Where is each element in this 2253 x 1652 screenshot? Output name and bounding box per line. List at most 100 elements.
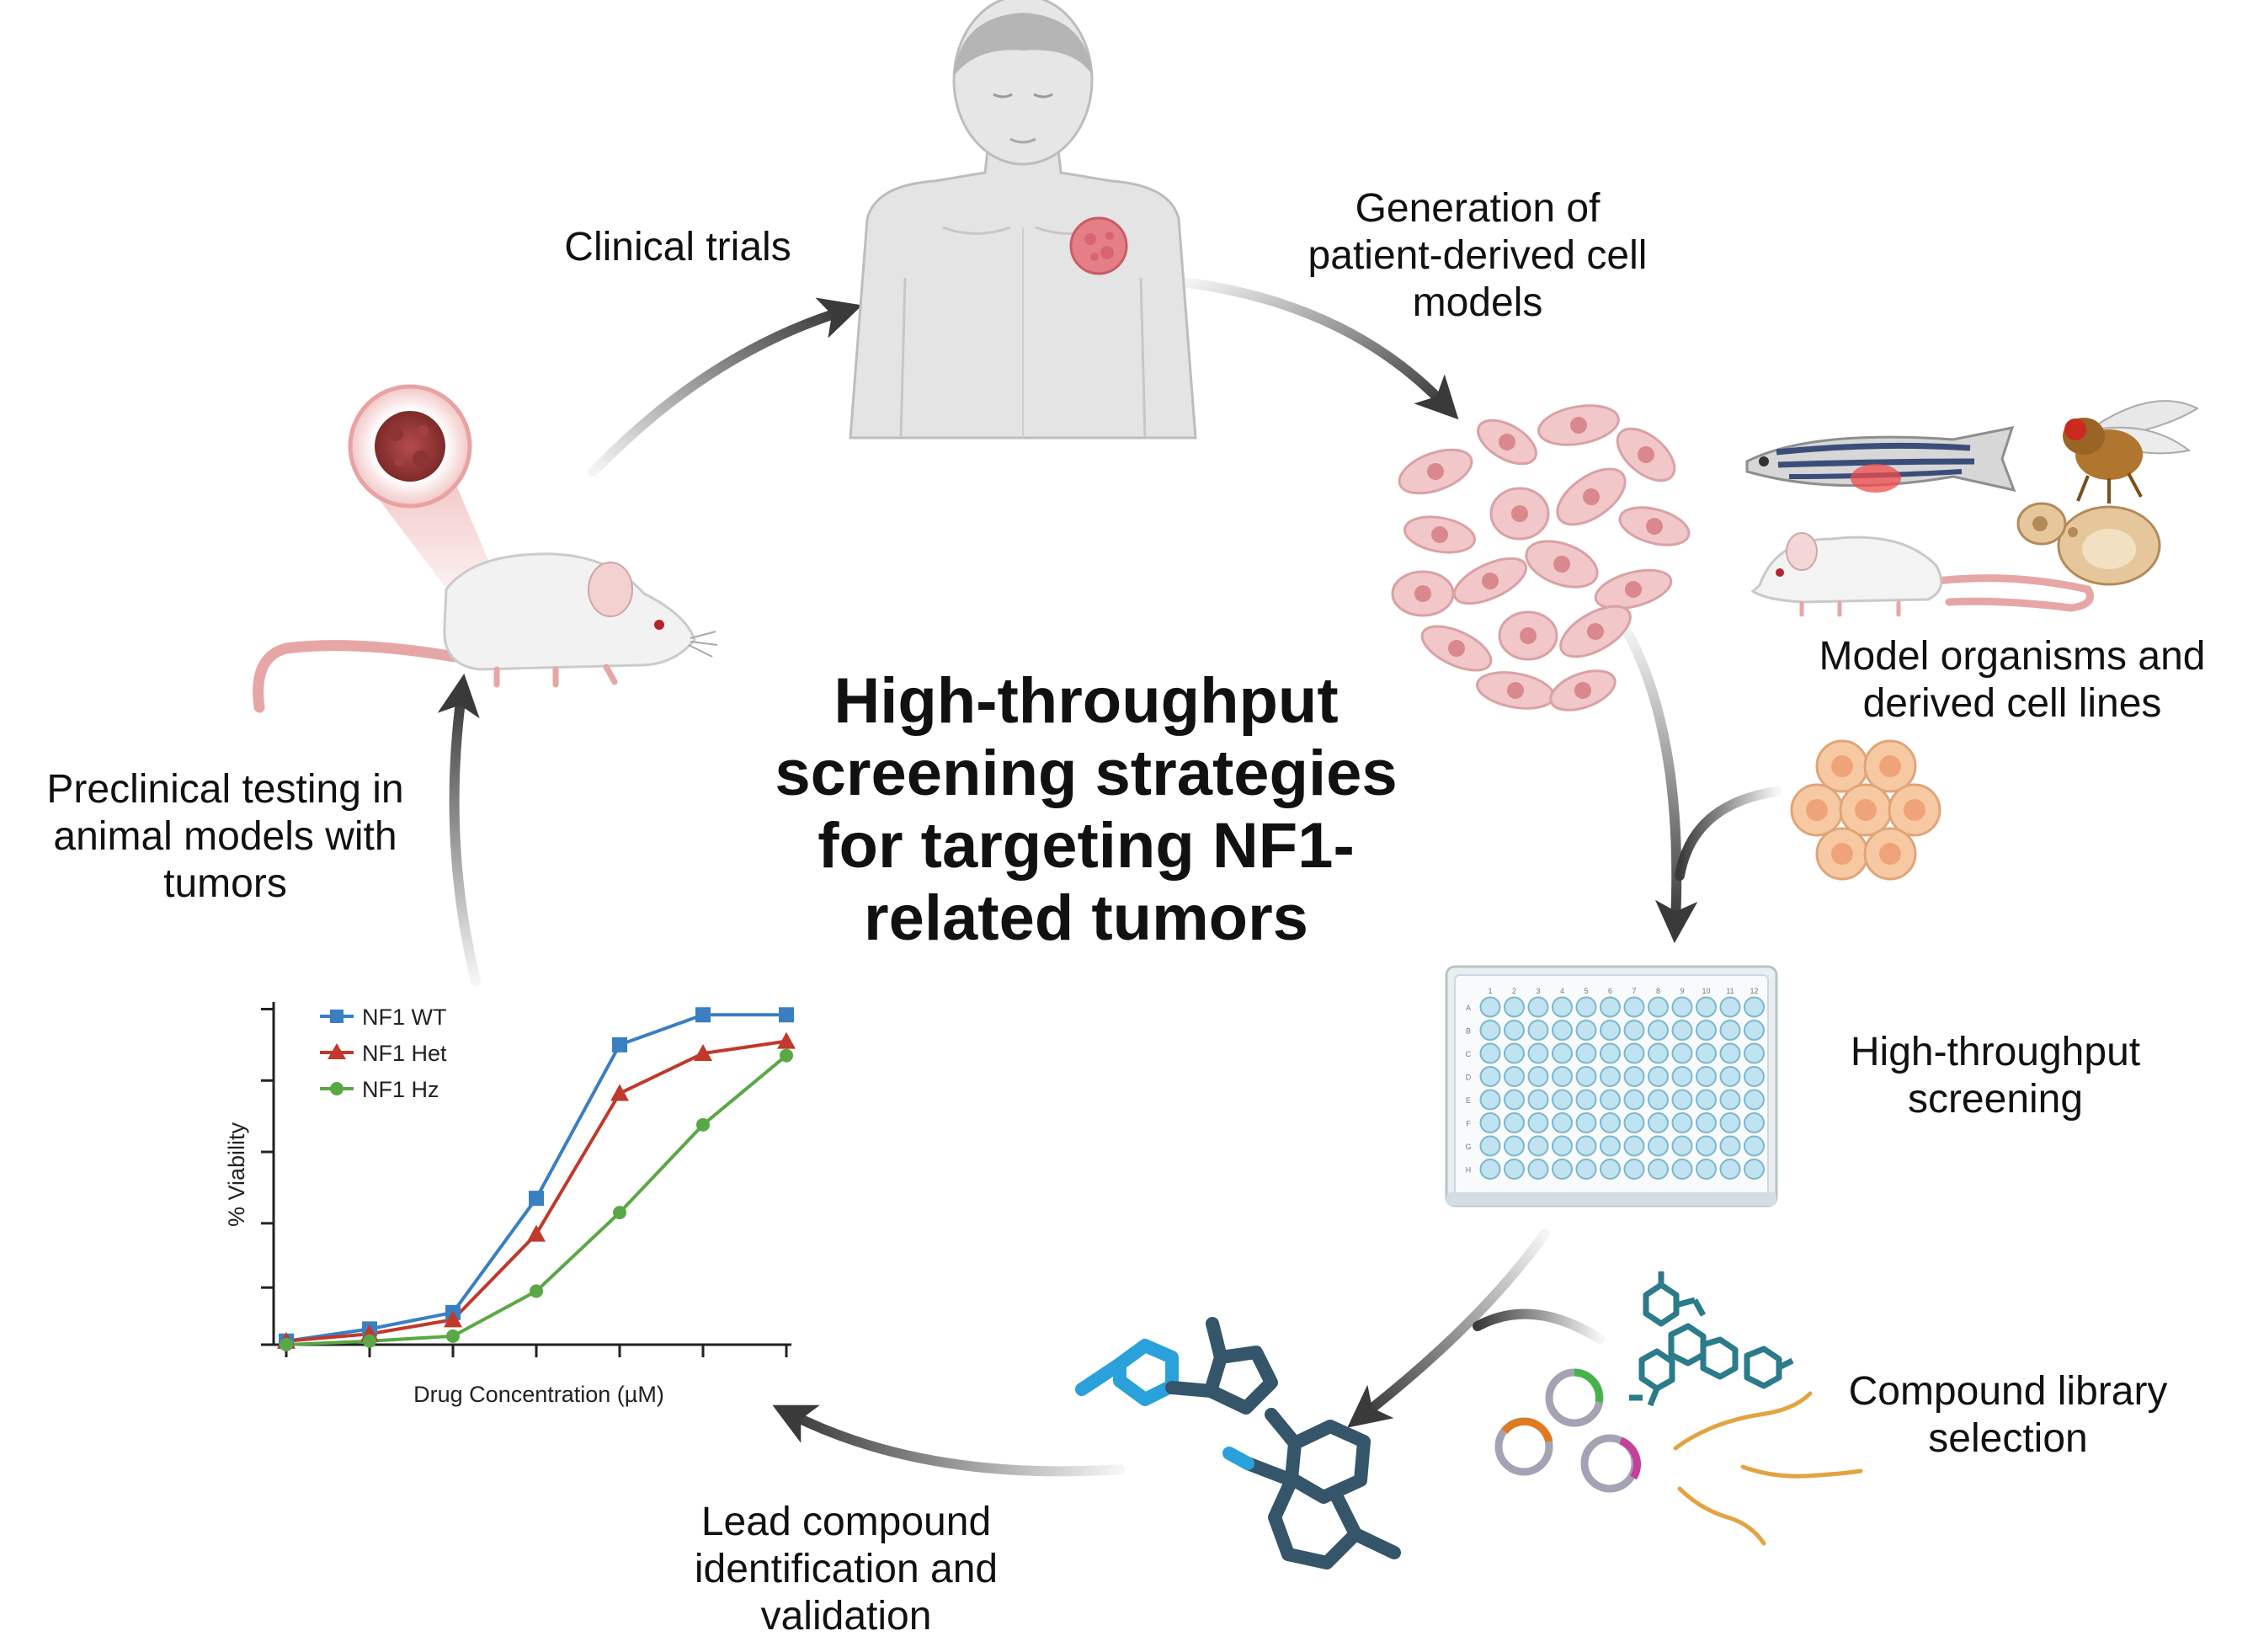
plate-well — [1623, 1020, 1645, 1041]
plate-column-label: 1 — [1488, 987, 1492, 995]
plate-well — [1623, 1066, 1645, 1087]
data-point — [613, 1206, 626, 1220]
plate-well — [1552, 996, 1573, 1018]
plate-well — [1744, 1020, 1765, 1041]
fruit-fly-icon — [2063, 400, 2200, 504]
plate-well — [1696, 1135, 1717, 1157]
plate-row-label: C — [1466, 1050, 1472, 1058]
plate-well — [1527, 1135, 1549, 1157]
data-point — [612, 1036, 627, 1052]
plate-well — [1744, 1135, 1765, 1157]
plate-well — [1552, 1042, 1573, 1064]
plate-well — [1623, 1089, 1645, 1111]
plate-well — [1671, 1020, 1693, 1041]
plate-well — [1648, 1112, 1669, 1133]
tumor-icon — [375, 411, 445, 482]
plate-well — [1648, 1042, 1669, 1064]
spheroid-cell — [1815, 827, 1869, 881]
arrow-to-chart — [772, 1404, 1125, 1477]
plate-column-label: 2 — [1512, 987, 1516, 995]
tumor-icon — [1069, 216, 1128, 275]
plate-well — [1719, 1066, 1741, 1087]
plate-column-label: 6 — [1608, 987, 1612, 995]
data-point — [610, 1084, 629, 1101]
data-point — [444, 1310, 462, 1328]
plate-well — [1696, 996, 1717, 1018]
label-compound-library: Compound library selection — [1848, 1369, 2168, 1461]
plate-well — [1575, 1020, 1597, 1041]
lead-molecule-icon — [1075, 1317, 1401, 1569]
plate-well — [1479, 1089, 1501, 1111]
plate-column-label: 9 — [1680, 987, 1684, 995]
rna-strand-icon — [1673, 1391, 1863, 1546]
plate-well — [1671, 1089, 1693, 1111]
data-point — [530, 1284, 543, 1298]
diagram-title: High-throughput screening strategies for… — [775, 665, 1398, 954]
legend-label: NF1 Het — [362, 1041, 447, 1066]
arrow-from-compound-library — [1473, 1308, 1605, 1344]
arrow-to-lead-compound — [1347, 1228, 1550, 1428]
arrow-to-clinical-trials — [589, 297, 863, 477]
plate-well — [1671, 1159, 1693, 1180]
plate-well — [1600, 1042, 1621, 1064]
plate-well — [1575, 996, 1597, 1018]
plate-well — [1600, 1112, 1621, 1133]
plate-well — [1719, 1135, 1741, 1157]
plate-well — [1719, 1020, 1741, 1041]
plate-well — [1648, 1159, 1669, 1180]
plate-well — [1479, 1066, 1501, 1087]
plate-row-label: F — [1466, 1120, 1471, 1128]
plate-column-label: 5 — [1584, 987, 1588, 995]
plate-row-label: G — [1465, 1143, 1471, 1151]
plate-well — [1552, 1020, 1573, 1041]
label-clinical-trials: Clinical trials — [564, 225, 791, 269]
plate-well — [1696, 1066, 1717, 1087]
patient-cell — [1403, 515, 1477, 554]
compound-library-illustration — [1494, 1271, 1863, 1546]
data-point — [363, 1334, 376, 1348]
plate-well — [1600, 1089, 1621, 1111]
plate-well — [1575, 1159, 1597, 1180]
patient-cell — [1489, 487, 1550, 541]
plate-well — [1504, 1089, 1525, 1111]
label-high-throughput-screening: High-throughput screening — [1850, 1030, 2141, 1122]
legend-entry: NF1 Hz — [320, 1077, 439, 1102]
plate-well — [1479, 1042, 1501, 1064]
plate-well — [1719, 996, 1741, 1018]
x-axis-label: Drug Concentration (µM) — [413, 1382, 664, 1407]
plate-well — [1504, 1159, 1525, 1180]
spheroid-cell — [1815, 739, 1869, 793]
plate-well — [1696, 1159, 1717, 1180]
spheroid-cell — [1839, 783, 1893, 837]
plate-well — [1552, 1112, 1573, 1133]
patient-cell — [1391, 570, 1455, 617]
data-point — [446, 1329, 460, 1343]
data-point — [527, 1224, 546, 1242]
plate-column-label: 3 — [1536, 987, 1540, 995]
plate-well — [1479, 996, 1501, 1018]
data-point — [696, 1117, 710, 1132]
plate-well — [1648, 996, 1669, 1018]
plate-well — [1744, 1042, 1765, 1064]
spheroid-cell — [1790, 783, 1844, 837]
patient-cell — [1594, 568, 1673, 610]
plate-well — [1504, 1135, 1525, 1157]
plate-well — [1600, 996, 1621, 1018]
legend-entry: NF1 WT — [320, 1005, 447, 1030]
yeast-cell-icon — [2016, 502, 2161, 586]
plate-well — [1552, 1159, 1573, 1180]
arrow-to-screening — [1620, 622, 1698, 944]
patient-cell — [1452, 557, 1528, 605]
cell-line-cluster-icon — [1790, 739, 1941, 881]
plate-well — [1719, 1042, 1741, 1064]
plate-well — [1479, 1135, 1501, 1157]
patient-cell — [1556, 467, 1627, 526]
plate-column-label: 4 — [1560, 987, 1564, 995]
plate-well — [1623, 1112, 1645, 1133]
plate-well — [1744, 1159, 1765, 1180]
plate-well — [1696, 1089, 1717, 1111]
plate-row-label: H — [1466, 1166, 1472, 1175]
plate-well — [1575, 1066, 1597, 1087]
arrow-to-mouse — [437, 674, 481, 986]
